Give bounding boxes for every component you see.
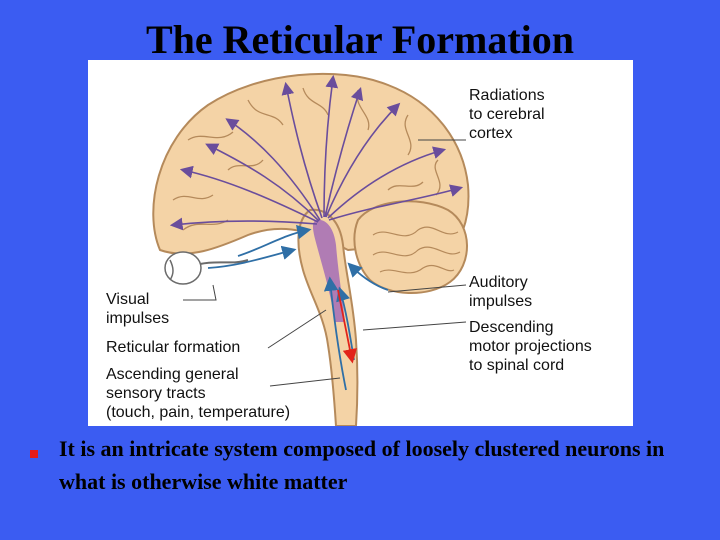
leader-lines [183,139,467,387]
cerebellum-shape [353,200,468,294]
bullet-text: It is an intricate system composed of lo… [59,436,665,494]
cerebellum-folia [372,226,461,274]
label-reticular-formation: Reticular formation [106,339,241,356]
label-visual-impulses: Visual impulses [106,291,170,327]
square-bullet-icon [30,450,38,458]
label-descending-motor: Descending motor projections to spinal c… [469,319,592,374]
ascending-radiation-arrows [169,74,464,231]
label-radiations: Radiations to cerebral cortex [469,87,545,142]
descending-motor-arrows [337,289,357,364]
brain-diagram: Radiations to cerebral cortex Auditory i… [88,60,633,426]
label-ascending-sensory: Ascending general sensory tracts (touch,… [106,366,291,421]
brain-illustration [152,72,470,426]
label-auditory-impulses: Auditory impulses [469,274,533,310]
visual-impulse-arrows [207,225,312,269]
eye-shape [164,251,249,285]
slide-title: The Reticular Formation [145,17,575,62]
